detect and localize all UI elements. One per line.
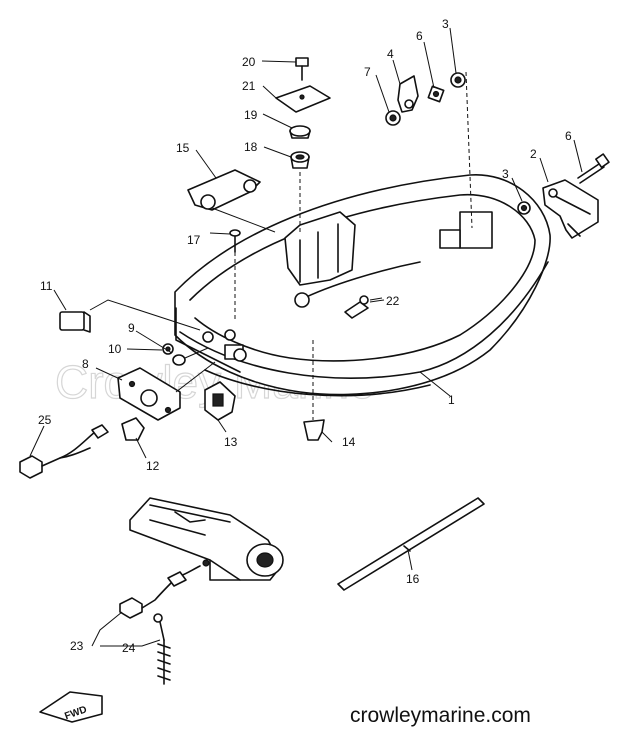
grommet-part-18	[290, 151, 310, 232]
label-2: 2	[530, 147, 537, 161]
cap-part-12	[121, 417, 145, 441]
label-17: 17	[187, 233, 201, 247]
label-3-top: 3	[442, 17, 449, 31]
plate-part-8	[117, 361, 216, 421]
label-13: 13	[224, 435, 238, 449]
washer-part-7	[385, 110, 401, 126]
label-14: 14	[342, 435, 356, 449]
label-20: 20	[242, 55, 256, 69]
label-24: 24	[122, 641, 136, 655]
nut-part-5	[427, 85, 445, 103]
fwd-arrow-icon: FWD	[39, 691, 103, 723]
website-url: crowleymarine.com	[350, 704, 531, 727]
bottom-cowling	[174, 174, 551, 397]
washer-part-19	[289, 125, 311, 139]
screw-part-17	[229, 229, 241, 320]
label-8: 8	[82, 357, 89, 371]
bolt-part-6	[577, 153, 610, 184]
label-25: 25	[38, 413, 52, 427]
label-15: 15	[176, 141, 190, 155]
screw-part-9	[172, 347, 209, 366]
label-10: 10	[108, 342, 122, 356]
bracket-part-2	[542, 179, 599, 239]
nut-part-3-right	[517, 201, 531, 215]
label-9: 9	[128, 321, 135, 335]
cap-part-11	[59, 299, 201, 333]
label-18: 18	[244, 140, 258, 154]
rod-part-16	[337, 497, 485, 591]
clamp-part-22	[344, 295, 383, 319]
label-11: 11	[40, 279, 53, 293]
nut-part-3-top	[450, 71, 473, 229]
grommet-part-13	[204, 381, 236, 421]
label-16: 16	[406, 572, 420, 586]
mount-part-15	[187, 169, 276, 233]
label-22: 22	[386, 294, 400, 308]
label-3-right: 3	[502, 167, 509, 181]
label-1: 1	[448, 393, 455, 407]
label-6: 6	[565, 129, 572, 143]
switch-part-25	[19, 424, 109, 479]
leader-lines	[29, 27, 583, 647]
switch-part-23	[119, 571, 187, 619]
label-23: 23	[70, 639, 84, 653]
lever-part-4	[397, 75, 419, 113]
label-4: 4	[387, 47, 394, 61]
label-5: 6	[416, 29, 423, 43]
label-19: 19	[244, 108, 258, 122]
label-7: 7	[364, 65, 371, 79]
label-12: 12	[146, 459, 160, 473]
screw-part-20	[295, 57, 309, 81]
label-21: 21	[242, 79, 256, 93]
plug-part-14	[303, 340, 325, 441]
part-labels: 1 2 3 3 4 6 6 7 8 9 10 11 12 13 14 15 16…	[38, 17, 572, 655]
spring-part-24	[153, 613, 171, 685]
lower-cover	[129, 497, 284, 581]
plate-part-21	[275, 85, 331, 113]
